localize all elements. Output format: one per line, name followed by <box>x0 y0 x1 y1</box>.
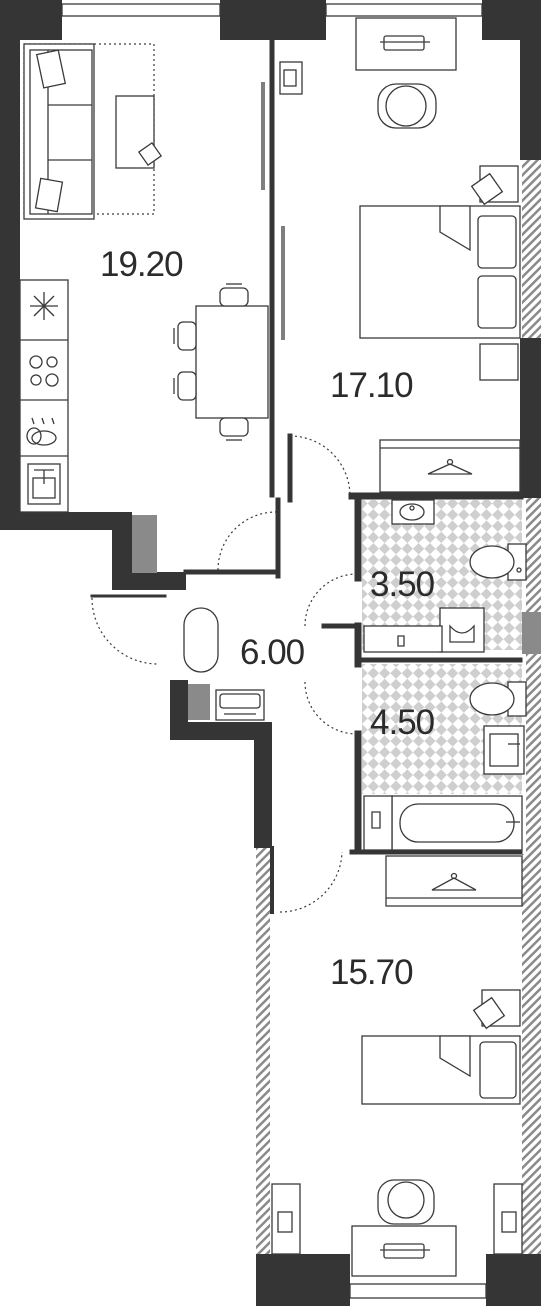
mirror-icon <box>183 607 219 673</box>
washbasin-icon <box>483 725 525 775</box>
sink-icon <box>27 463 61 505</box>
bathroom-2-area: 4.50 <box>370 703 435 742</box>
bedroom-1-area: 17.10 <box>330 366 413 405</box>
kitchen-living-area: 19.20 <box>100 245 183 284</box>
sofa-icon <box>23 43 155 220</box>
coffee-table-icon <box>115 95 163 169</box>
desk-icon <box>271 1179 523 1277</box>
dishwasher-icon <box>26 417 57 446</box>
hallway-area: 6.00 <box>240 633 305 672</box>
toilet-icon <box>469 543 527 581</box>
washing-machine-icon <box>363 607 485 653</box>
bathroom-1-area: 3.50 <box>370 565 435 604</box>
shoe-rack-icon <box>215 689 265 721</box>
washbasin-icon <box>391 499 435 525</box>
wardrobe-icon <box>379 439 521 493</box>
toilet-icon <box>469 681 527 717</box>
wardrobe-icon <box>385 855 523 907</box>
dining-table-icon <box>173 283 269 441</box>
stove-icon <box>29 355 59 387</box>
bathtub-icon <box>363 795 523 851</box>
single-bed-icon <box>361 989 521 1105</box>
bedroom-2-area: 15.70 <box>330 953 413 992</box>
double-bed-icon <box>359 165 521 381</box>
partitions <box>90 37 524 914</box>
fridge-icon <box>30 292 58 320</box>
desk-icon <box>279 17 457 129</box>
doors <box>91 435 358 913</box>
